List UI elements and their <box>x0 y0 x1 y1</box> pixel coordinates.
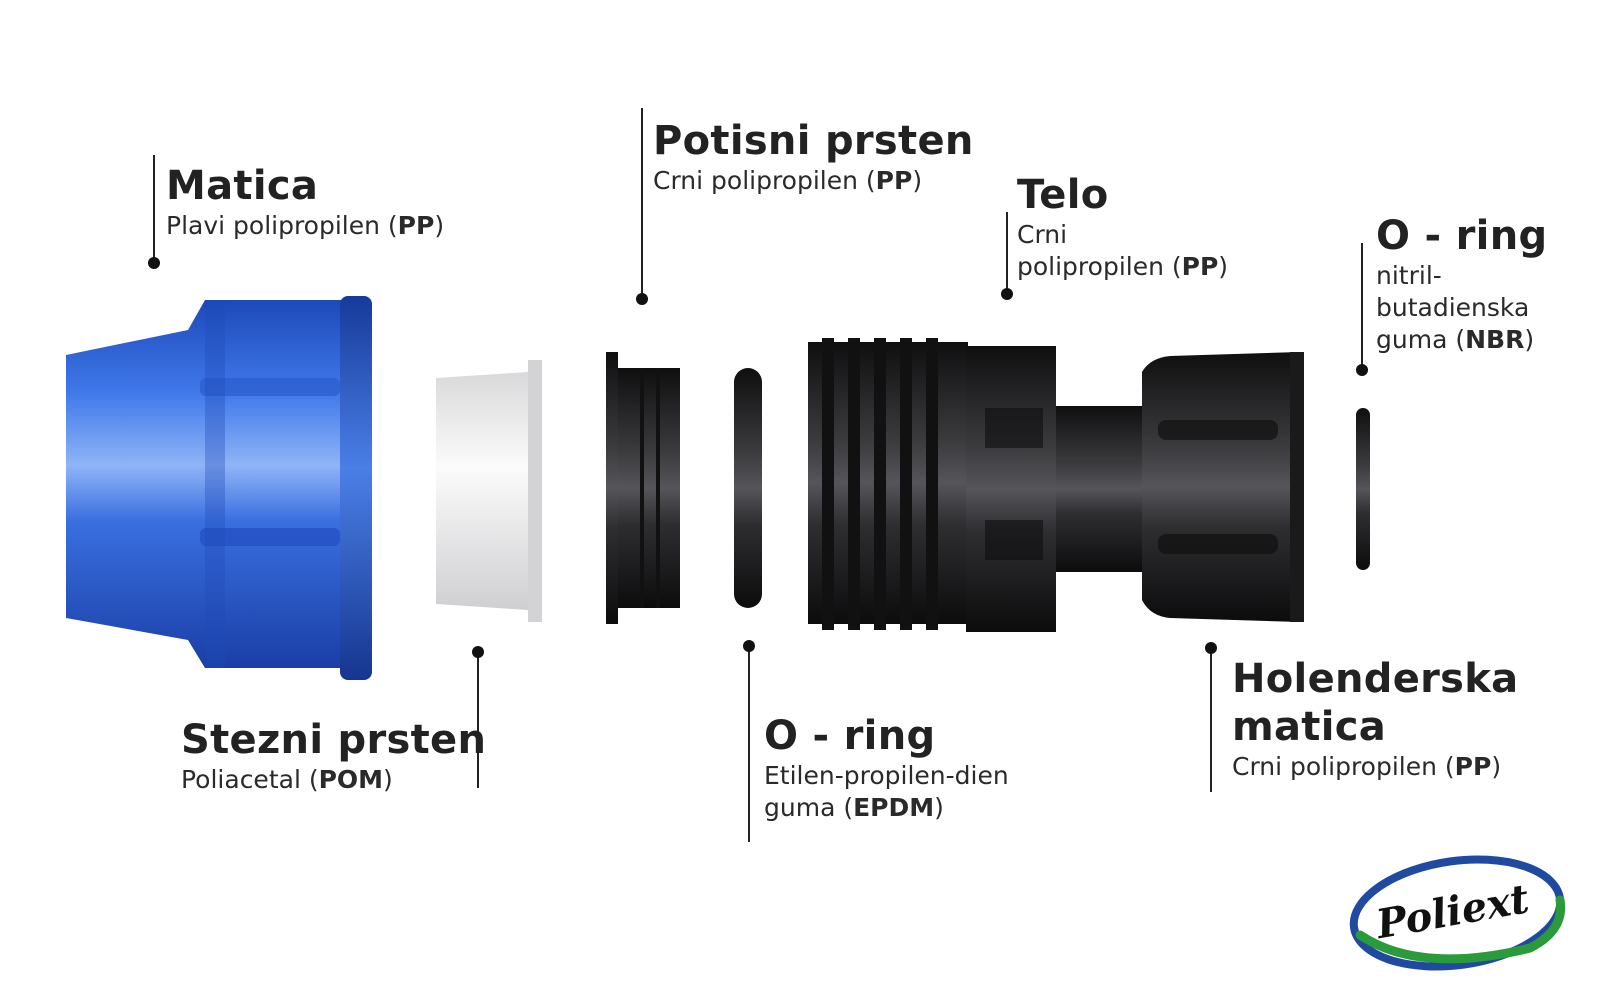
label-desc: Crni polipropilen (PP) <box>653 166 923 195</box>
label-desc: guma (EPDM) <box>764 793 944 822</box>
label-title: O - ring <box>764 713 936 759</box>
label-desc-line1: Crni <box>1017 220 1068 249</box>
label-title: Potisni prsten <box>653 118 974 164</box>
oring-right-dot <box>1356 364 1368 376</box>
label-desc: polipropilen (PP) <box>1017 252 1229 281</box>
label-desc-line1: Etilen-propilen-dien <box>764 761 1009 790</box>
holenderska-dot <box>1205 642 1217 654</box>
label-telo: Telo Crni polipropilen (PP) <box>1017 171 1228 283</box>
label-title-line1: Holenderska <box>1232 656 1519 702</box>
label-potisni-prsten: Potisni prsten Crni polipropilen (PP) <box>653 117 974 197</box>
label-stezni-prsten: Stezni prsten Poliacetal (POM) <box>181 716 486 796</box>
poliext-logo: Poliext <box>1349 855 1566 971</box>
matica-dot <box>148 257 160 269</box>
telo-dot <box>1001 288 1013 300</box>
label-desc: guma (NBR) <box>1376 325 1535 354</box>
label-title: O - ring <box>1376 213 1548 259</box>
label-title-line2: matica <box>1232 704 1387 750</box>
label-matica: Matica Plavi polipropilen (PP) <box>166 162 444 242</box>
label-desc: Crni polipropilen (PP) <box>1232 752 1502 781</box>
o-ring-mid-part <box>734 368 762 608</box>
oring-mid-dot <box>743 640 755 652</box>
label-title: Stezni prsten <box>181 717 487 763</box>
label-title: Matica <box>166 163 319 209</box>
matica-part <box>66 296 372 680</box>
potisni-prsten-part <box>606 352 680 624</box>
label-holenderska-matica: Holenderska matica Crni polipropilen (PP… <box>1232 655 1518 783</box>
label-o-ring-mid: O - ring Etilen-propilen-dien guma (EPDM… <box>764 712 1009 824</box>
o-ring-right-part <box>1356 408 1370 570</box>
stezni-prsten-part <box>436 360 542 622</box>
label-title: Telo <box>1017 172 1109 218</box>
holenderska-matica-part <box>1142 352 1304 622</box>
potisni-dot <box>636 293 648 305</box>
label-desc-line1: nitril- <box>1376 261 1442 290</box>
label-desc: Poliacetal (POM) <box>181 765 393 794</box>
label-o-ring-right: O - ring nitril- butadienska guma (NBR) <box>1376 212 1547 356</box>
label-desc-line2: butadienska <box>1376 293 1530 322</box>
stezni-dot <box>472 646 484 658</box>
label-desc: Plavi polipropilen (PP) <box>166 211 445 240</box>
telo-part <box>808 338 1146 632</box>
